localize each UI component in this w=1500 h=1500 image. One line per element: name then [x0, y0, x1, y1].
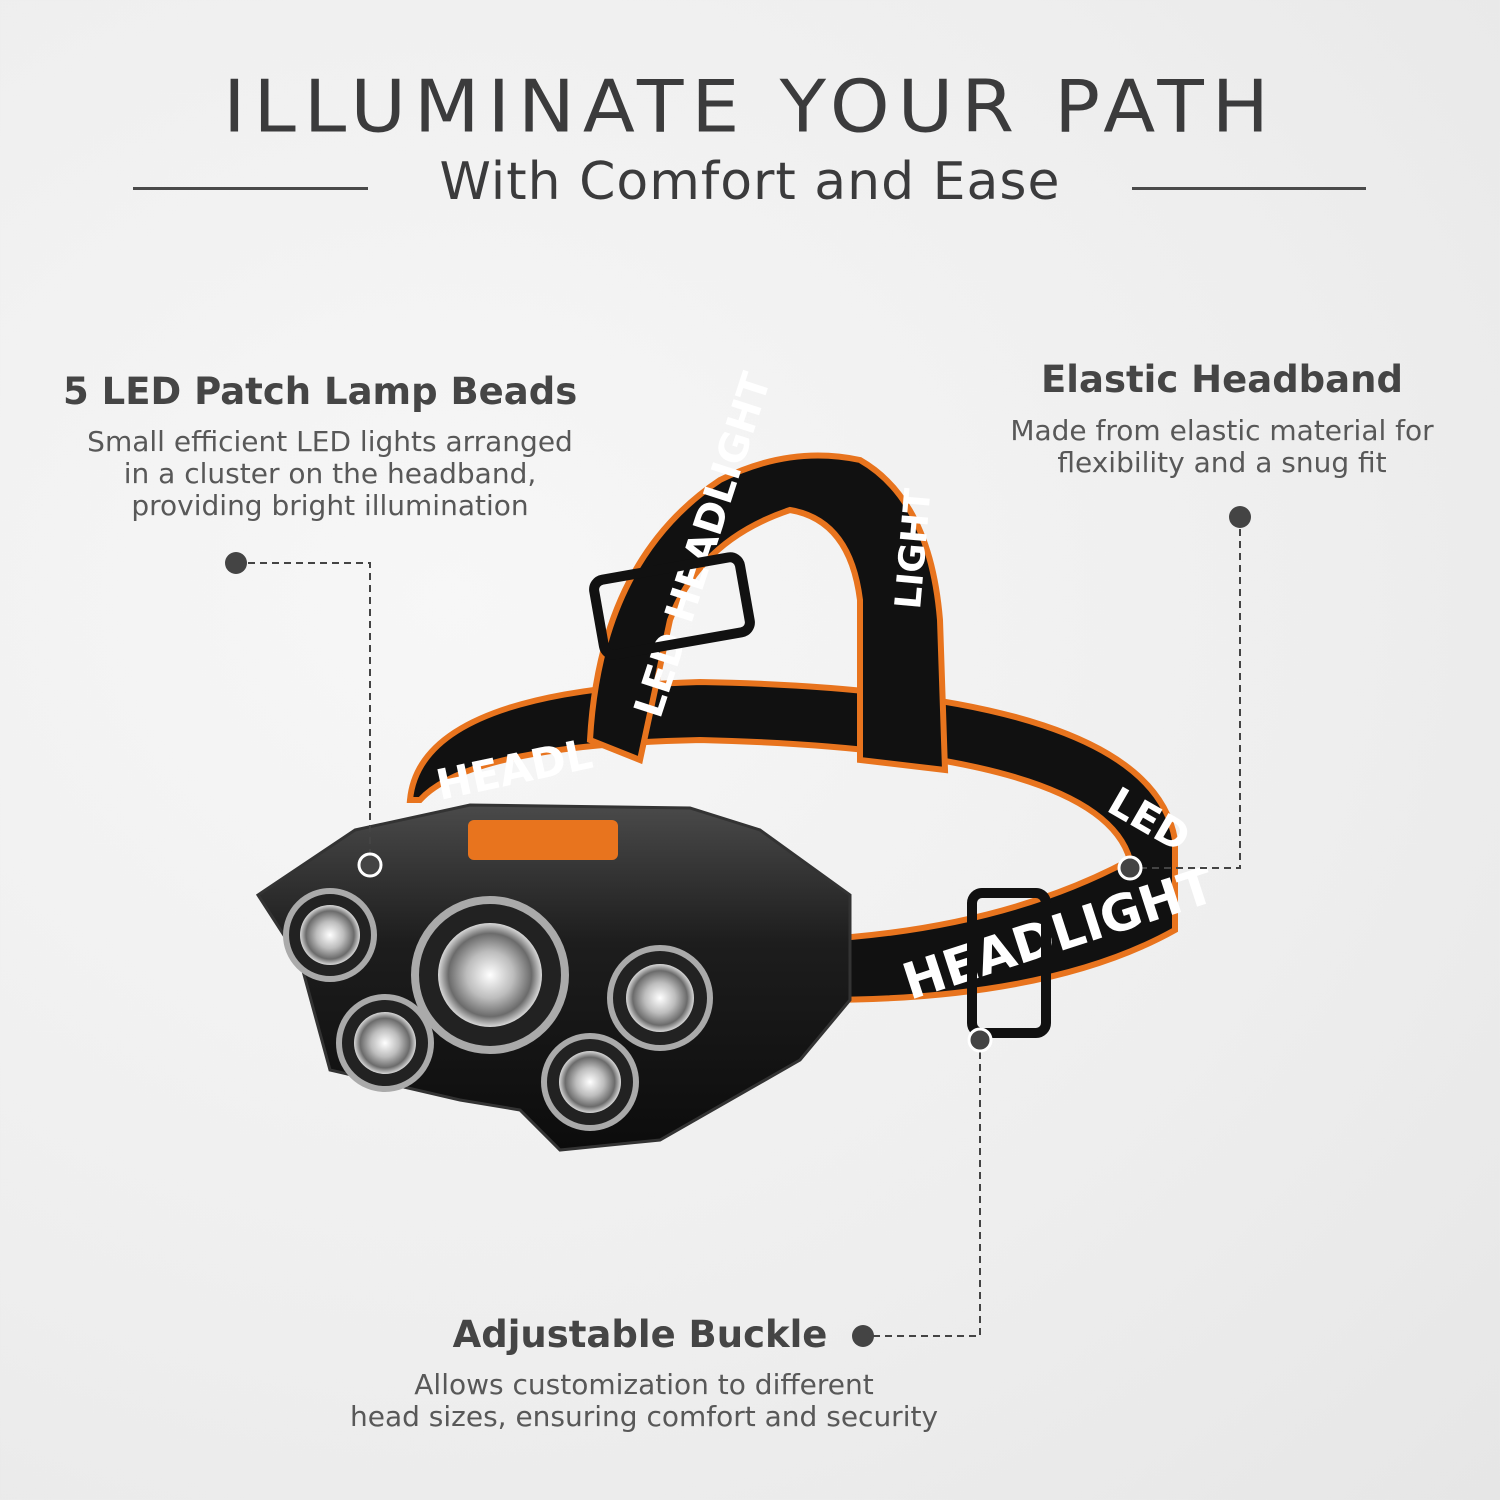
led-bead: [438, 923, 542, 1027]
description-line: in a cluster on the headband,: [123, 457, 537, 490]
power-switch: [468, 820, 618, 860]
feature-title-led-beads: 5 LED Patch Lamp Beads: [63, 370, 578, 413]
description-line: head sizes, ensuring comfort and securit…: [349, 1400, 939, 1433]
led-bead: [354, 1012, 416, 1074]
adjustable-buckle: [967, 888, 1051, 1038]
page-title: ILLUMINATE YOUR PATH: [223, 64, 1277, 149]
lamp-housing: [255, 803, 852, 1152]
divider-right: [1132, 187, 1366, 190]
feature-description-led-beads: Small efficient LED lights arranged in a…: [30, 426, 630, 522]
strap-slider: [589, 552, 755, 660]
description-line: flexibility and a snug fit: [1057, 446, 1387, 479]
callout-lines: [236, 517, 1241, 1337]
led-bead: [300, 905, 360, 965]
feature-title-buckle: Adjustable Buckle: [452, 1313, 828, 1356]
feature-title-headband: Elastic Headband: [1041, 358, 1403, 401]
description-line: Made from elastic material for: [1010, 414, 1434, 447]
description-line: providing bright illumination: [131, 489, 529, 522]
page-subtitle: With Comfort and Ease: [439, 152, 1061, 212]
led-bead: [626, 964, 694, 1032]
divider-left: [133, 187, 368, 190]
feature-description-buckle: Allows customization to different head s…: [294, 1369, 994, 1433]
description-line: Allows customization to different: [414, 1368, 874, 1401]
feature-description-headband: Made from elastic material for flexibili…: [922, 415, 1500, 479]
led-bead: [559, 1051, 621, 1113]
callout-dots: [225, 506, 1251, 1347]
description-line: Small efficient LED lights arranged: [87, 425, 573, 458]
